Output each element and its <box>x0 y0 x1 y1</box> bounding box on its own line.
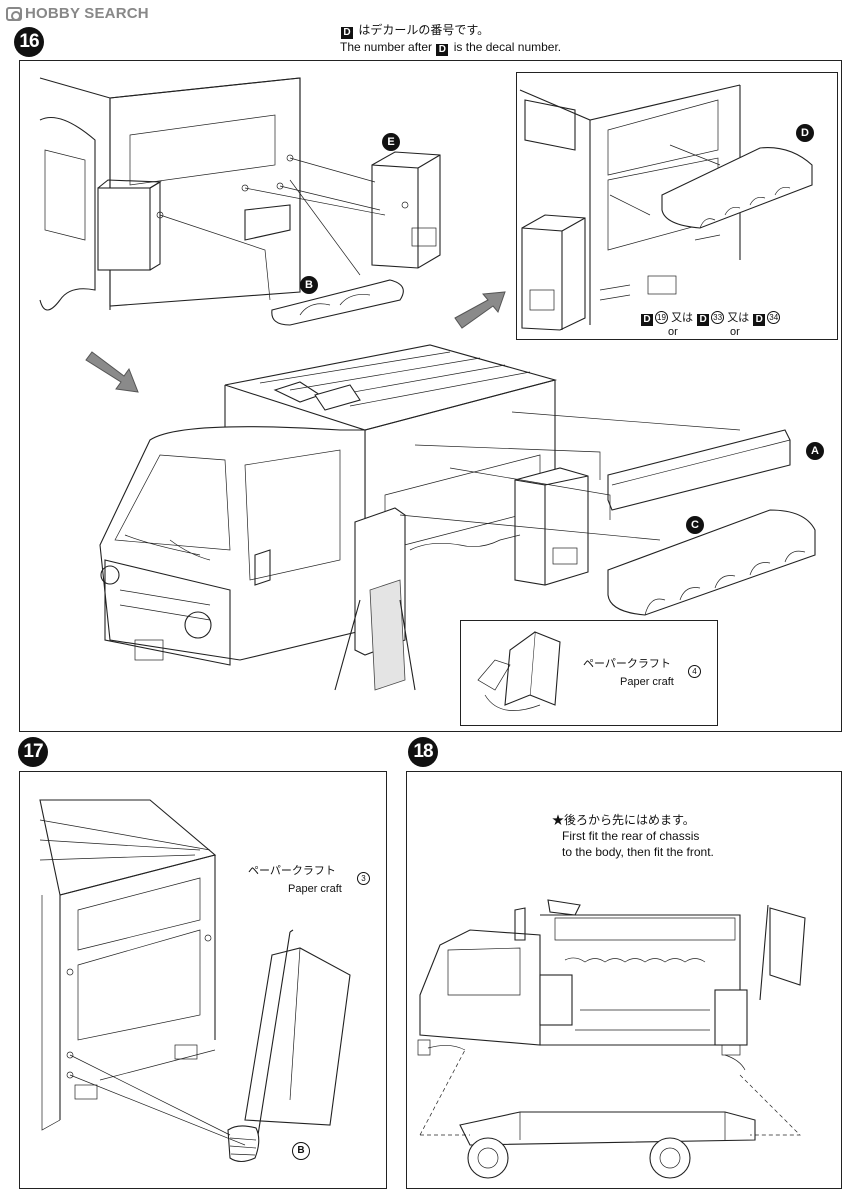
arrow-to-inset-icon <box>454 291 506 329</box>
step18-note: ★後ろから先にはめます。 First fit the rear of chass… <box>552 812 714 860</box>
part-a-sign-drawing <box>607 429 791 511</box>
part-c-awning-drawing <box>607 509 816 616</box>
step-17-panel <box>19 771 387 1189</box>
paper-craft-4-en: Paper craft <box>620 676 674 688</box>
step18-note-en-1: First fit the rear of chassis <box>562 829 700 843</box>
step18-truck-drawing <box>417 899 806 1071</box>
decal-d-box: D <box>641 314 653 326</box>
decal-note-ja: D はデカールの番号です。 <box>340 22 561 39</box>
decal-note: D はデカールの番号です。 The number after D is the … <box>340 22 561 56</box>
step16-main-guide-lines <box>399 411 741 541</box>
watermark-text: HOBBY SEARCH <box>25 5 149 22</box>
or-ja-1: 又は <box>671 312 694 324</box>
part-b-badge: B <box>300 276 318 294</box>
step16-main-truck-drawing <box>99 344 589 691</box>
decal-note-en: The number after D is the decal number. <box>340 40 562 56</box>
decal-d-box: D <box>697 314 710 326</box>
step16-body-rear-drawing <box>39 77 301 311</box>
step-17-number: 17 <box>18 737 48 767</box>
step-16-number: 16 <box>14 27 44 57</box>
step-18-panel <box>406 771 842 1189</box>
step16-upper-guide-lines <box>159 157 386 301</box>
or-en-2: or <box>730 326 740 338</box>
decal-d-box: D <box>753 314 766 326</box>
decal-d-box: D <box>436 44 449 56</box>
hobby-search-logo-icon <box>6 6 22 21</box>
part-e-cabinet-drawing <box>371 151 441 269</box>
paper-craft-4-ja: ペーパークラフト <box>583 658 671 670</box>
step-16-detail-inset <box>516 72 838 340</box>
paper-craft-3-ja: ペーパークラフト <box>248 865 336 877</box>
step17-flag-drawing <box>69 929 351 1163</box>
step17-body-drawing <box>39 799 217 1131</box>
or-ja-2: 又は <box>727 312 750 324</box>
decal-number-19: 19 <box>655 311 668 324</box>
step-18-number: 18 <box>408 737 438 767</box>
arrow-to-main-icon <box>85 351 139 393</box>
step18-chassis-drawing <box>419 1049 801 1179</box>
paper-craft-3-number: 3 <box>357 872 370 887</box>
decal-d-box: D <box>341 27 353 39</box>
decal-number-34: 34 <box>767 311 781 324</box>
part-a-badge: A <box>806 442 824 460</box>
part-d-badge: D <box>796 124 814 142</box>
paper-craft-3-en: Paper craft <box>288 883 342 895</box>
paper-craft-4-number: 4 <box>688 665 701 680</box>
part-e-badge: E <box>382 133 400 151</box>
part-c-badge: C <box>686 516 704 534</box>
step-16-panel <box>19 60 842 732</box>
watermark: HOBBY SEARCH <box>6 5 149 22</box>
step18-note-ja: ★後ろから先にはめます。 <box>552 813 695 827</box>
step18-note-en-2: to the body, then fit the front. <box>562 845 714 859</box>
step16-inset-drawing <box>519 84 813 331</box>
part-b-circle: B <box>292 1142 310 1160</box>
step-16-paper-craft-inset <box>460 620 718 726</box>
decal-number-33: 33 <box>711 311 725 324</box>
paper-craft-4-drawing <box>477 631 561 711</box>
or-en-1: or <box>668 326 678 338</box>
part-b-counter-drawing <box>271 279 404 326</box>
